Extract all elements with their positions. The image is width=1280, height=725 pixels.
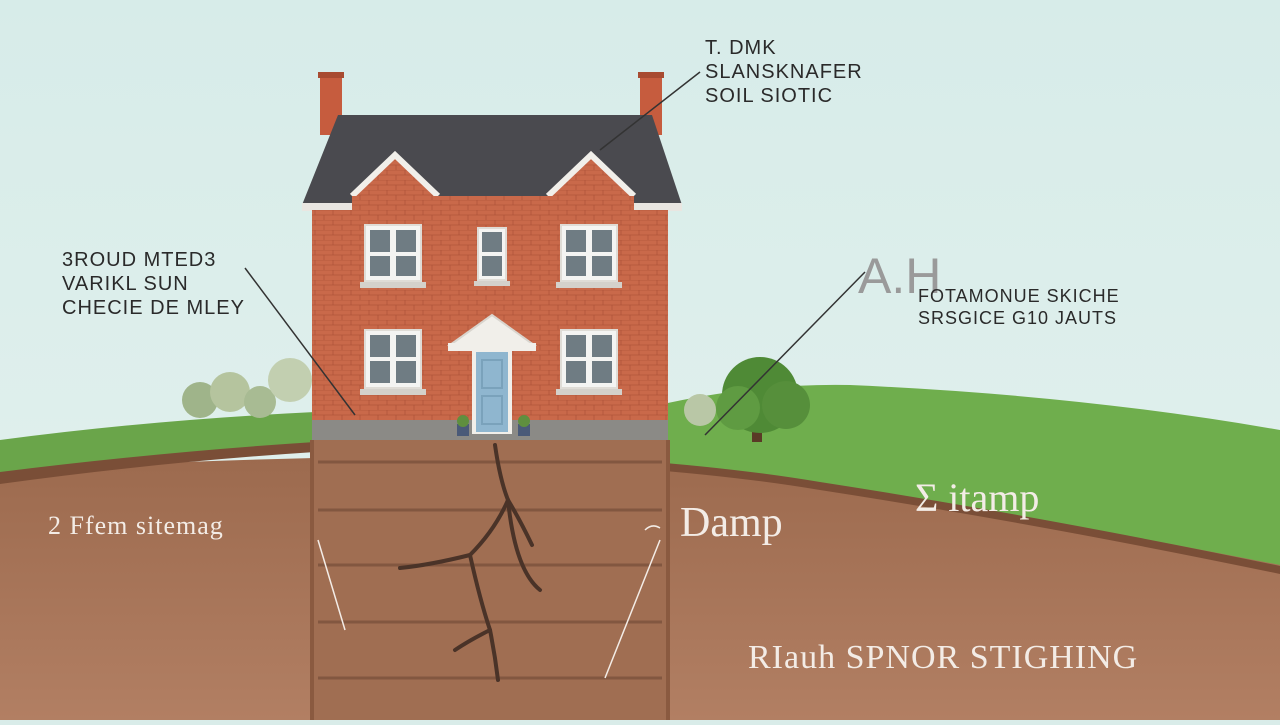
grass-right xyxy=(540,384,1280,565)
label-soil-bottom: RIauh SPNOR STIGHING xyxy=(748,639,1139,676)
label-top-right: T. DMK SLANSKNAFER SOIL SIOTIC xyxy=(705,36,863,108)
label-soil-damp: Damp xyxy=(680,500,783,546)
house xyxy=(302,72,682,440)
tree-roots xyxy=(398,443,542,682)
bushes-left xyxy=(182,358,312,418)
label-left-line-1: 3ROUD MTED3 xyxy=(62,249,217,271)
label-right-mid: FOTAMONUE SKICHE SRSGICE G10 JAUTS xyxy=(918,286,1120,329)
label-top-right-line-3: SOIL SIOTIC xyxy=(705,85,834,107)
grass-left xyxy=(0,412,315,478)
label-left-line-3: CHECIE DE MLEY xyxy=(62,297,245,319)
label-left: 3ROUD MTED3 VARIKL SUN CHECIE DE MLEY xyxy=(62,248,245,320)
label-soil-left: 2 Ffem sitemag xyxy=(48,511,224,540)
label-right-mid-line-1: FOTAMONUE SKICHE xyxy=(918,286,1120,306)
grass-left-edge xyxy=(0,442,315,484)
label-top-right-line-1: T. DMK xyxy=(705,37,777,59)
label-top-right-line-2: SLANSKNAFER xyxy=(705,61,863,83)
front-door xyxy=(476,352,508,432)
label-left-line-2: VARIKL SUN xyxy=(62,273,189,295)
label-right-big: A.H xyxy=(858,248,942,304)
foundation-trench xyxy=(312,440,668,720)
label-right-mid-line-2: SRSGICE G10 JAUTS xyxy=(918,307,1118,328)
tree-right xyxy=(684,357,810,442)
label-soil-right: Σ itamp xyxy=(915,475,1040,520)
leader-lines xyxy=(244,71,866,436)
